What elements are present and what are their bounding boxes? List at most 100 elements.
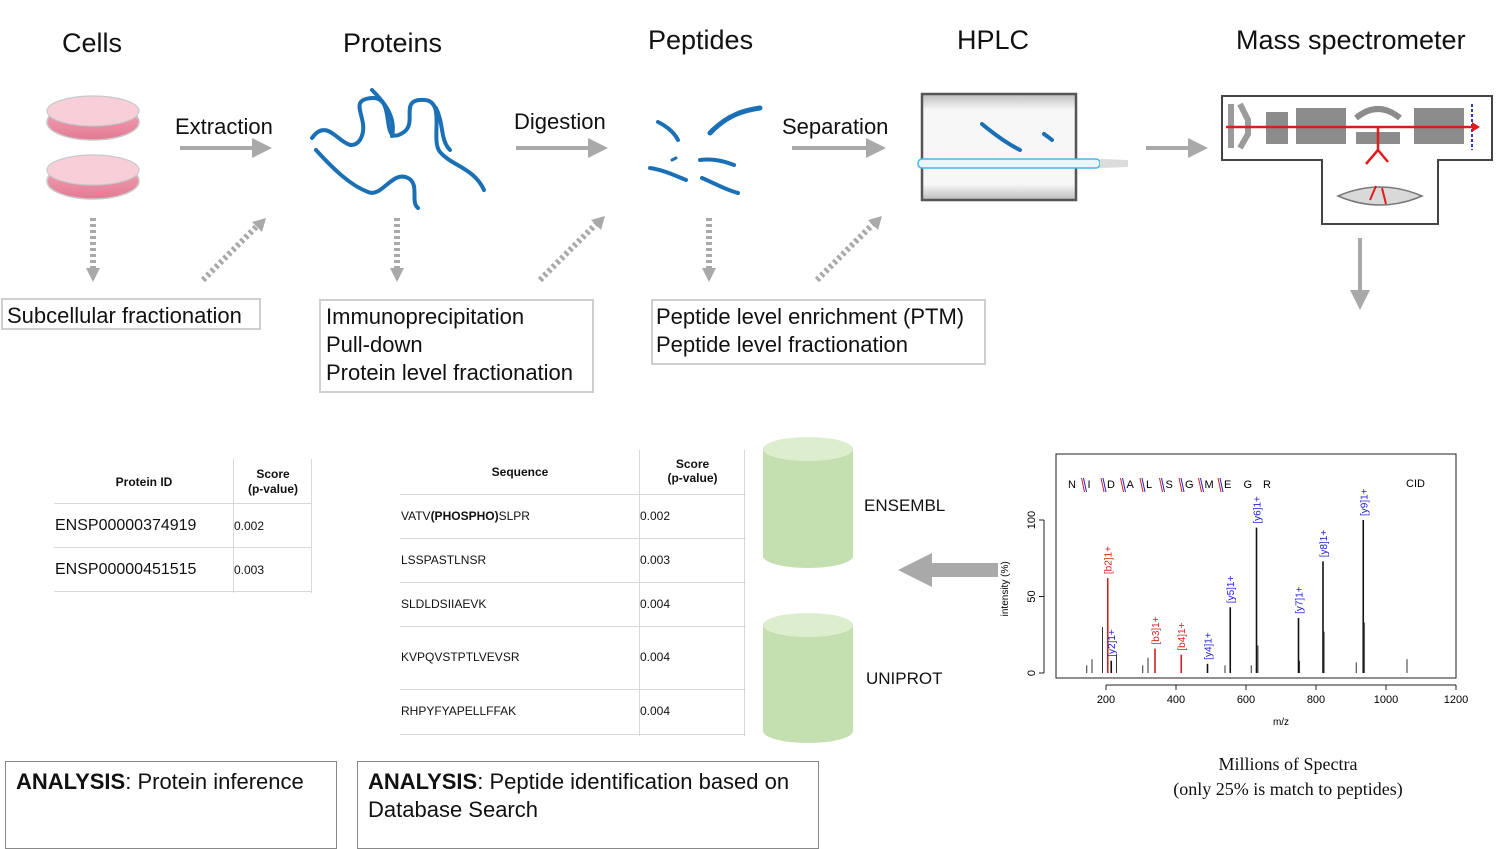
peak-ion-label: [y4]1+ xyxy=(1204,632,1215,660)
hplc-column-icon xyxy=(917,92,1128,202)
caption-line: Millions of Spectra xyxy=(1218,754,1358,774)
sequence-residue: E xyxy=(1224,479,1231,491)
analysis-label: ANALYSIS xyxy=(16,769,126,794)
y-tick-label: 50 xyxy=(1026,590,1038,602)
database-label-ensembl: ENSEMBL xyxy=(864,496,946,515)
b-ion-tick xyxy=(1159,477,1163,493)
protein-methods-box: Immunoprecipitation Pull-down Protein le… xyxy=(319,299,594,393)
peak-ion-label: [y2]1+ xyxy=(1107,629,1118,657)
score-header: Score xyxy=(256,467,290,481)
score-cell: 0.004 xyxy=(640,704,671,718)
x-tick-label: 200 xyxy=(1097,694,1115,706)
x-tick-label: 1200 xyxy=(1444,694,1468,706)
stage-peptides: Peptides xyxy=(648,25,754,55)
protein-table: Protein ID Score (p-value) ENSP000003749… xyxy=(54,459,312,593)
sequence-residue: A xyxy=(1127,479,1135,491)
y-ion-tick xyxy=(1102,477,1107,493)
protein-strands-icon xyxy=(310,88,486,210)
analysis-text: : Peptide identification based on Databa… xyxy=(368,769,790,822)
score-cell: 0.003 xyxy=(234,563,265,577)
sequence-residue: L xyxy=(1146,479,1152,491)
y-ion-tick xyxy=(1161,477,1165,493)
b-ion-tick xyxy=(1178,477,1183,493)
box-line: Subcellular fractionation xyxy=(7,303,242,328)
pvalue-header: (p-value) xyxy=(247,482,298,496)
y-ion-tick xyxy=(1200,477,1204,493)
sequence-residue: D xyxy=(1107,479,1115,491)
x-axis-label: m/z xyxy=(1273,717,1289,728)
caption-line: (only 25% is match to peptides) xyxy=(1173,779,1403,799)
analysis-label: ANALYSIS xyxy=(368,769,478,794)
subcellular-fractionation-box: Subcellular fractionation xyxy=(1,298,261,330)
sequence-cell: SLDLDSIIAEVK xyxy=(401,597,487,611)
box-line: Pull-down xyxy=(326,332,423,357)
spectra-caption: Millions of Spectra (only 25% is match t… xyxy=(1150,752,1426,802)
b-ion-tick xyxy=(1217,477,1222,493)
workflow-arrows xyxy=(180,138,1370,310)
score-header: Score xyxy=(675,457,710,471)
y-tick-label: 0 xyxy=(1026,670,1038,676)
b-ion-tick xyxy=(1198,477,1202,493)
x-tick-label: 800 xyxy=(1307,694,1325,706)
b-ion-tick xyxy=(1081,477,1085,493)
y-ion-tick xyxy=(1219,477,1224,493)
y-ion-tick xyxy=(1180,477,1185,493)
score-cell: 0.002 xyxy=(640,509,671,523)
sequence-cell: RHPYFYAPELLFFAK xyxy=(401,704,517,718)
score-cell: 0.004 xyxy=(640,650,671,664)
step-extraction: Extraction xyxy=(175,114,273,139)
dotted-arrow-heads xyxy=(86,216,882,282)
dotted-arrows xyxy=(90,218,876,283)
y-axis-label: intensity (%) xyxy=(1000,561,1011,616)
step-digestion: Digestion xyxy=(514,109,606,134)
box-line: Peptide level fractionation xyxy=(656,332,908,357)
peak-ion-label: [b4]1+ xyxy=(1177,622,1188,650)
peak-ion-label: [y5]1+ xyxy=(1226,576,1237,604)
stage-mass-spectrometer: Mass spectrometer xyxy=(1236,25,1466,55)
y-ion-tick xyxy=(1122,477,1126,493)
peak-ion-label: [b2]1+ xyxy=(1104,546,1115,574)
petri-dish-icon xyxy=(46,95,140,200)
sequence-header: Sequence xyxy=(491,465,549,479)
peptide-table: Sequence Score (p-value) VATV(PHOSPHO)SL… xyxy=(400,450,746,736)
step-separation: Separation xyxy=(782,114,889,139)
stage-proteins: Proteins xyxy=(343,28,443,58)
pvalue-header: (p-value) xyxy=(667,471,718,485)
spectrum-peaks: [b2]1+[y2]1+[b3]1+[b4]1+[y4]1+[y5]1+[y6]… xyxy=(1086,488,1408,673)
sequence-residue: I xyxy=(1088,479,1091,491)
analysis-protein-inference-box: ANALYSIS: Protein inference xyxy=(5,761,337,849)
x-tick-label: 1000 xyxy=(1374,694,1398,706)
sequence-residue: S xyxy=(1166,479,1173,491)
protein-id-cell: ENSP00000374919 xyxy=(55,517,197,534)
b-ion-tick xyxy=(1120,477,1124,493)
protein-id-cell: ENSP00000451515 xyxy=(55,561,197,578)
score-cell: 0.003 xyxy=(640,553,671,567)
peak-ion-label: [y6]1+ xyxy=(1253,496,1264,524)
score-cell: 0.004 xyxy=(640,597,671,611)
sequence-residue: G xyxy=(1185,479,1194,491)
database-search-arrow xyxy=(898,553,998,587)
box-line: Immunoprecipitation xyxy=(326,304,525,329)
mass-spectrometer-icon xyxy=(1221,95,1493,225)
x-tick-label: 600 xyxy=(1237,694,1255,706)
sequence-cell: LSSPASTLNSR xyxy=(401,553,487,567)
y-ion-tick xyxy=(1141,477,1146,493)
sequence-residue: N xyxy=(1068,479,1076,491)
peak-ion-label: [y9]1+ xyxy=(1359,488,1370,516)
protein-id-header: Protein ID xyxy=(115,475,173,489)
peak-ion-label: [y8]1+ xyxy=(1319,530,1330,558)
stage-cells: Cells xyxy=(62,28,123,58)
database-icon xyxy=(763,437,853,743)
b-ion-tick xyxy=(1139,477,1144,493)
sequence-residue: G xyxy=(1244,479,1253,491)
analysis-text: : Protein inference xyxy=(125,769,304,794)
y-tick-label: 100 xyxy=(1026,511,1038,529)
peptide-methods-box: Peptide level enrichment (PTM) Peptide l… xyxy=(651,299,986,365)
b-ion-tick xyxy=(1100,477,1105,493)
sequence-cell: VATV(PHOSPHO)SLPR xyxy=(401,509,530,523)
y-ion-tick xyxy=(1083,477,1087,493)
x-tick-label: 400 xyxy=(1167,694,1185,706)
